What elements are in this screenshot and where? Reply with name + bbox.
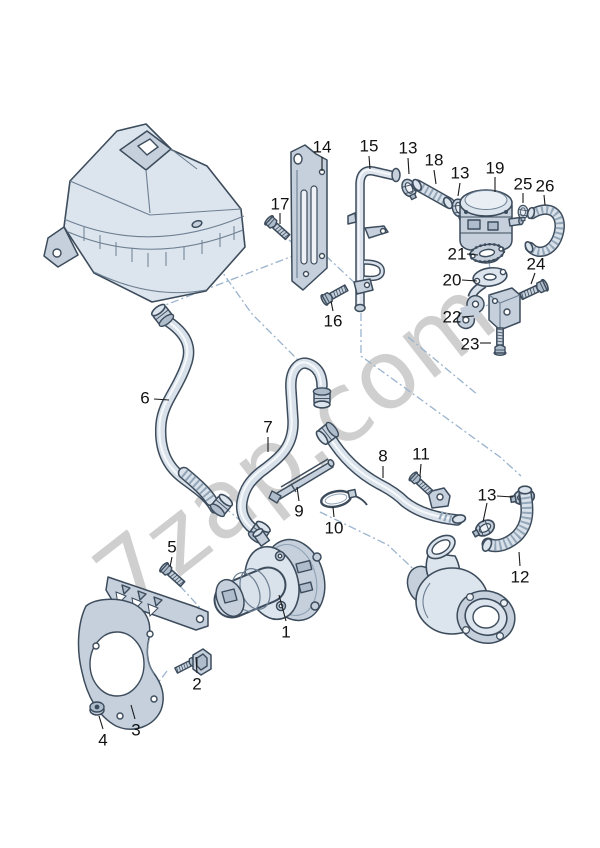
callout-7[interactable]: 7 (263, 417, 273, 437)
gasket-22 (456, 294, 485, 330)
air-hose-12 (481, 485, 532, 552)
callout-22[interactable]: 22 (442, 307, 462, 327)
callout-21[interactable]: 21 (447, 244, 467, 264)
callout-6[interactable]: 6 (140, 388, 150, 408)
callout-13[interactable]: 13 (477, 485, 497, 505)
air-hose-6 (148, 301, 236, 520)
callout-16[interactable]: 16 (323, 311, 343, 331)
callout-25[interactable]: 25 (513, 174, 533, 194)
callout-11[interactable]: 11 (412, 444, 430, 464)
callout-24[interactable]: 24 (526, 254, 546, 274)
callout-23[interactable]: 23 (460, 334, 480, 354)
air-cleaner-housing (43, 123, 246, 303)
heat-shield-bracket-14 (290, 144, 328, 291)
callout-1[interactable]: 1 (281, 622, 291, 642)
flange-20 (467, 266, 521, 331)
callout-18[interactable]: 18 (424, 150, 444, 170)
support-rod-9 (268, 458, 335, 504)
callout-14[interactable]: 14 (312, 137, 332, 157)
nut-4 (89, 701, 105, 716)
gasket-21 (468, 242, 506, 264)
callout-26[interactable]: 26 (535, 176, 555, 196)
mounting-bracket-3 (77, 576, 209, 730)
callout-12[interactable]: 12 (510, 567, 530, 587)
callout-20[interactable]: 20 (442, 270, 462, 290)
secondary-air-pump-1 (213, 528, 326, 622)
callout-8[interactable]: 8 (378, 446, 388, 466)
turbocharger (406, 534, 516, 644)
callout-2[interactable]: 2 (192, 674, 202, 694)
air-pipe-15 (347, 169, 401, 313)
callout-13[interactable]: 13 (450, 163, 470, 183)
callout-19[interactable]: 19 (485, 158, 505, 178)
air-hose-26 (524, 207, 560, 253)
callout-3[interactable]: 3 (131, 720, 141, 740)
callout-15[interactable]: 15 (359, 136, 379, 156)
cable-tie-10 (320, 488, 368, 509)
callout-leader-lines (98, 155, 546, 730)
callout-4[interactable]: 4 (98, 730, 108, 750)
callout-10[interactable]: 10 (324, 518, 344, 538)
callout-9[interactable]: 9 (294, 501, 304, 521)
callout-5[interactable]: 5 (167, 537, 177, 557)
air-pipe-8 (313, 419, 467, 524)
callout-13[interactable]: 13 (398, 138, 418, 158)
callout-17[interactable]: 17 (270, 194, 290, 214)
bolt-2 (173, 648, 212, 676)
combi-valve-19 (459, 189, 524, 264)
air-hose-18 (411, 178, 454, 210)
